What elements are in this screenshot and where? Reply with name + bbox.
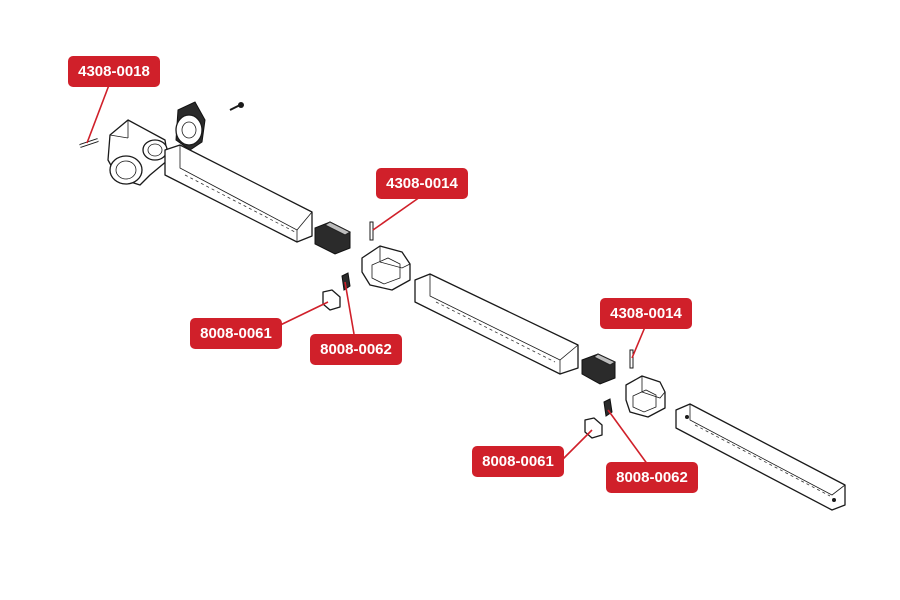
part-label-8008-0061-a: 8008-0061 [190, 318, 282, 349]
part-label-4308-0014-b: 4308-0014 [600, 298, 692, 329]
connector-1 [361, 245, 411, 291]
tube-3 [675, 403, 846, 511]
connector-2 [625, 375, 666, 418]
round-clamp [175, 101, 206, 151]
insert-plug-1 [314, 221, 352, 255]
part-label-4308-0014-a: 4308-0014 [376, 168, 468, 199]
part-label-4308-0018: 4308-0018 [68, 56, 160, 87]
end-bracket [107, 119, 169, 186]
part-label-8008-0061-b: 8008-0061 [472, 446, 564, 477]
pad-8008-0061-a [322, 289, 341, 311]
pin-4308-0014-a [369, 221, 374, 241]
part-label-8008-0062-a: 8008-0062 [310, 334, 402, 365]
tube-1 [164, 144, 313, 243]
screw [229, 102, 244, 111]
part-label-8008-0062-b: 8008-0062 [606, 462, 698, 493]
clip-8008-0062-a [341, 272, 351, 291]
pin-4308-0018 [79, 138, 99, 148]
pin-4308-0014-b [629, 349, 634, 369]
insert-plug-2 [581, 353, 617, 385]
tube-2 [414, 273, 579, 375]
